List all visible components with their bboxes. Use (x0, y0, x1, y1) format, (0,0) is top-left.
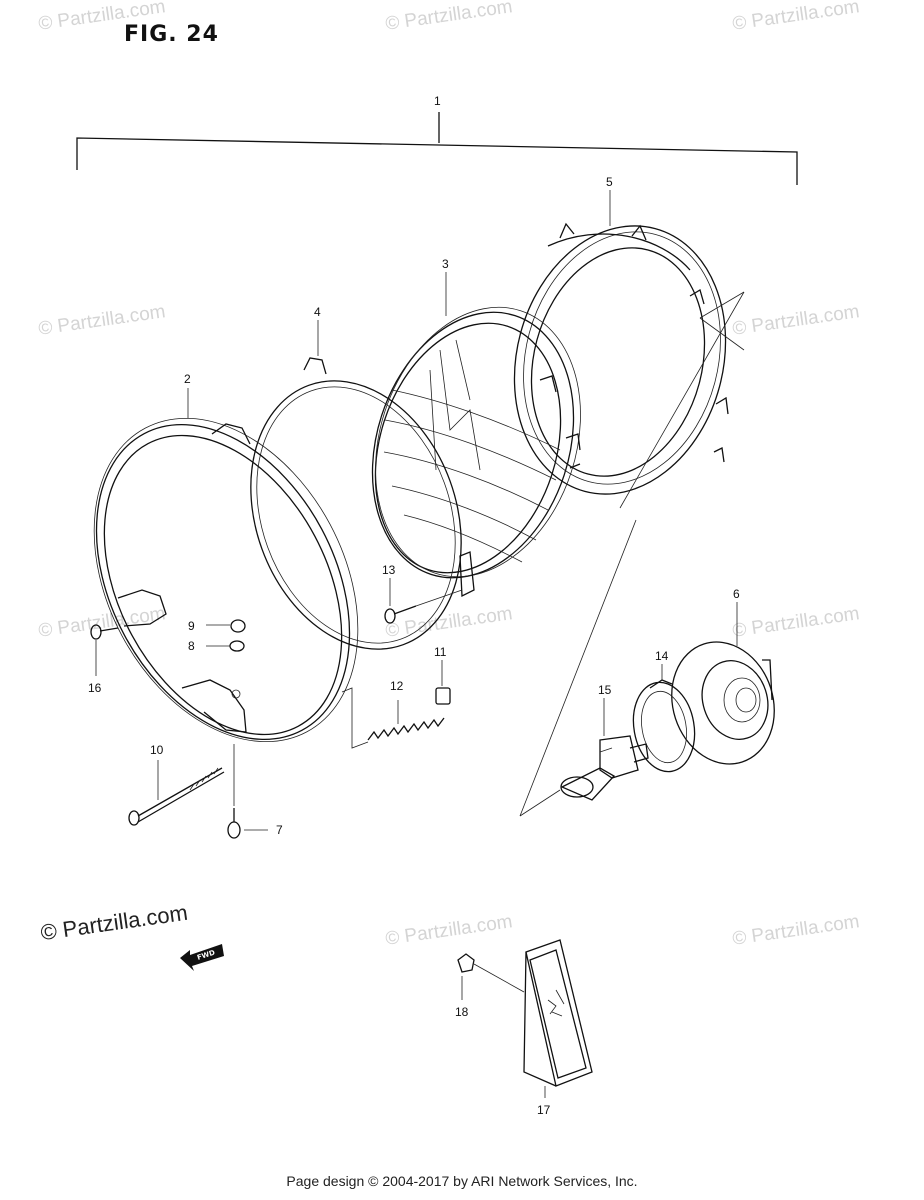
part-11-clip (435, 660, 451, 705)
part-7-screw (227, 744, 268, 839)
part-15-bulb (560, 735, 649, 801)
part-17-reflector (523, 939, 593, 1098)
callout-6: 6 (733, 587, 740, 601)
part-12-spring (341, 687, 445, 749)
callout-14: 14 (655, 649, 669, 663)
fwd-arrow-icon: FWD (180, 944, 224, 971)
part-9-nut (206, 619, 246, 633)
part-6-socket-case (671, 641, 775, 765)
callout-4: 4 (314, 305, 321, 319)
figure-title: FIG. 24 (124, 22, 219, 47)
callout-18: 18 (455, 1005, 469, 1019)
callout-7: 7 (276, 823, 283, 837)
callout-11: 11 (434, 645, 447, 659)
callout-labels: 1 2 3 4 5 6 7 8 9 10 11 12 13 14 15 16 1… (88, 94, 740, 1117)
callout-15: 15 (598, 683, 612, 697)
callout-5: 5 (606, 175, 613, 189)
callout-13: 13 (382, 563, 396, 577)
footer-copyright: Page design © 2004-2017 by ARI Network S… (286, 1173, 638, 1189)
part-4-mounting-ring (250, 357, 475, 650)
callout-1: 1 (434, 94, 441, 108)
part-10-bolt (128, 760, 225, 826)
part-2-rim (93, 417, 359, 743)
part-16-screw (90, 624, 119, 676)
callout-10: 10 (150, 743, 164, 757)
assembly-bracket (76, 112, 798, 185)
part-5-housing (513, 222, 745, 495)
callout-16: 16 (88, 681, 102, 695)
part-8-washer (206, 640, 245, 652)
callout-2: 2 (184, 372, 191, 386)
part-13-screw (384, 589, 463, 624)
callout-8: 8 (188, 639, 195, 653)
part-18-nut (457, 953, 525, 1000)
callout-9: 9 (188, 619, 195, 633)
explode-lines (519, 291, 745, 817)
callout-12: 12 (390, 679, 404, 693)
part-14-dust-cover (632, 679, 696, 773)
callout-3: 3 (442, 257, 449, 271)
callout-17: 17 (537, 1103, 551, 1117)
part-3-lens-unit (371, 306, 581, 579)
